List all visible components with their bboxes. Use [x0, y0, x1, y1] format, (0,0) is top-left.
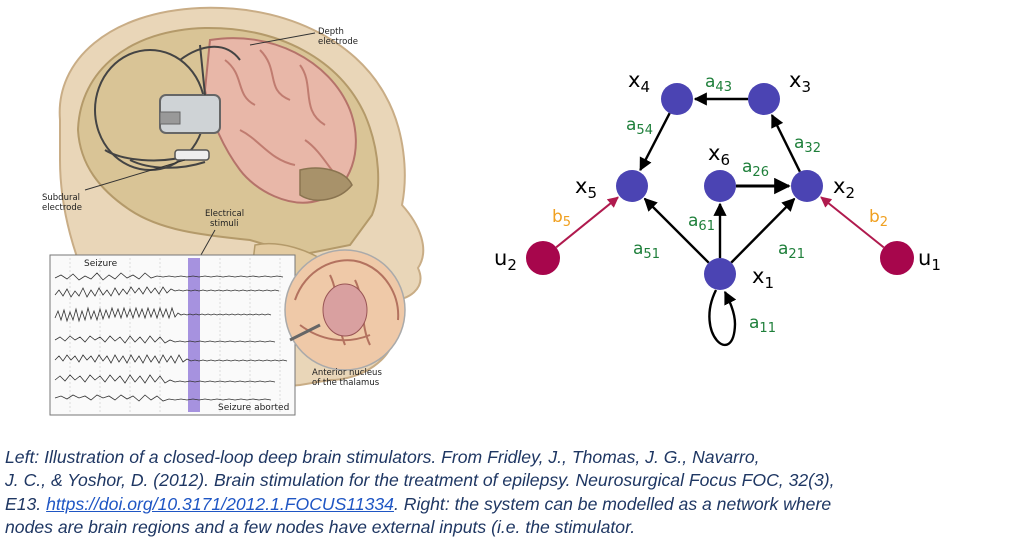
edge-u1-x2 [820, 196, 885, 249]
node-label-x3: x3 [789, 68, 811, 96]
inset-brain-folds [294, 259, 400, 346]
nodes-layer [526, 83, 914, 290]
network-diagram: a11 a21 a51 a61 a26 a32 a43 a54 b2 b5 x1 x2 x3 x4 x5 x6… [494, 68, 941, 347]
caption-line-1: Left: Illustration of a closed-loop deep… [5, 447, 760, 467]
node-x3 [748, 83, 780, 115]
node-label-x6: x6 [708, 141, 730, 169]
thalamus [322, 283, 368, 337]
node-x4 [661, 83, 693, 115]
edge-label-a21: a21 [778, 239, 805, 262]
eye-socket [299, 167, 353, 201]
edge-x1-x2 [730, 197, 796, 264]
eeg-traces [54, 272, 288, 402]
edge-label-a11: a11 [749, 313, 776, 336]
caption-line-2: J. C., & Yoshor, D. (2012). Brain stimul… [5, 470, 835, 491]
node-u1 [880, 241, 914, 275]
figure-caption: Left: Illustration of a closed-loop deep… [5, 446, 1035, 539]
edge-label-a61: a61 [688, 211, 715, 234]
node-label-x4: x4 [628, 68, 650, 96]
brain-folds [224, 49, 341, 181]
edge-u2-x5 [555, 196, 619, 249]
node-u2 [526, 241, 560, 275]
node-label-x5: x5 [575, 174, 597, 202]
edge-label-b2: b2 [869, 207, 888, 230]
device-connector [159, 111, 181, 125]
edge-x4-x5 [639, 112, 671, 172]
caption-line-3: E13. https://doi.org/10.3171/2012.1.FOCU… [5, 493, 1035, 516]
edge-x2-x3 [770, 113, 801, 173]
caption-line-3-suffix: . Right: the system can be modelled as a… [393, 493, 832, 514]
caption-line-4: nodes are brain regions and a few nodes … [5, 516, 636, 537]
node-label-x1: x1 [752, 264, 774, 292]
node-x5 [616, 170, 648, 202]
stimulus-band [188, 258, 200, 412]
edge-x1-x5 [643, 197, 710, 264]
node-x1 [704, 258, 736, 290]
labels-layer: a11 a21 a51 a61 a26 a32 a43 a54 b2 b5 x1 x2 x3 x4 x5 x6… [494, 68, 941, 336]
edge-x1-x1 [708, 289, 737, 347]
node-label-x2: x2 [833, 174, 855, 202]
node-label-u1: u1 [918, 246, 941, 274]
eeg-panel [49, 254, 296, 416]
edge-label-a51: a51 [633, 239, 660, 262]
node-x6 [704, 170, 736, 202]
node-label-u2: u2 [494, 246, 517, 274]
doi-link[interactable]: https://doi.org/10.3171/2012.1.FOCUS1133… [46, 493, 394, 514]
edge-label-a32: a32 [794, 133, 821, 156]
edges-layer [555, 92, 885, 347]
caption-line-3-prefix: E13. [5, 493, 47, 514]
depth-electrode-lead [179, 44, 241, 96]
seizure-aborted-label: Seizure aborted [218, 403, 289, 413]
edge-label-a26: a26 [742, 157, 769, 180]
seizure-label: Seizure [84, 259, 118, 269]
edge-label-a54: a54 [626, 115, 653, 138]
edge-label-a43: a43 [705, 72, 732, 95]
thalamus-lead [289, 323, 321, 342]
edge-label-b5: b5 [552, 207, 571, 230]
eeg-grid [69, 258, 281, 412]
node-x2 [791, 170, 823, 202]
subdural-electrode-strip [174, 149, 210, 161]
